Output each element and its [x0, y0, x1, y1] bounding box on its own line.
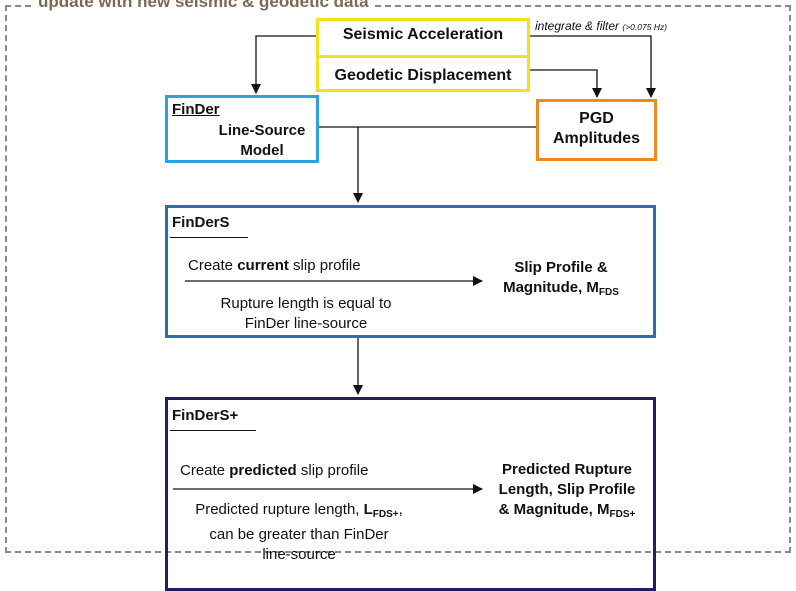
finders-output-line2: Magnitude, M [503, 279, 599, 296]
input-box: Seismic Acceleration Geodetic Displaceme… [316, 18, 530, 92]
finders-output-line1: Slip Profile & [514, 259, 608, 276]
finders-plus-pred-L: L [363, 501, 373, 518]
finders-rupture-text: Rupture length is equal to FinDer line-s… [176, 294, 436, 334]
finders-heading: FinDerS [172, 214, 230, 231]
finders-plus-output-line2: Length, Slip Profile [498, 481, 636, 498]
arrow-seismic-to-finder [251, 35, 318, 94]
pgd-line2: Amplitudes [552, 130, 641, 147]
finders-plus-box: FinDerS+ Create predicted slip profile P… [165, 397, 656, 591]
finders-plus-predicted-text: Predicted rupture length, LFDS+, can be … [168, 500, 430, 565]
finders-plus-pred-L-sub: FDS+ [372, 509, 399, 520]
finders-plus-pred-line3: line-source [262, 546, 336, 563]
finders-plus-pred-line1: Predicted rupture length, [195, 501, 364, 518]
integrate-filter-annotation: integrate & filter (>0.075 Hz) [535, 19, 667, 33]
arrow-geodetic-to-pgd [530, 69, 602, 98]
finders-rupture-line2: FinDer line-source [244, 315, 368, 332]
finders-create-post: slip profile [288, 257, 361, 274]
finder-heading: FinDer [172, 101, 220, 118]
finders-rupture-line1: Rupture length is equal to [220, 295, 392, 312]
finders-plus-pred-line2: can be greater than FinDer [209, 526, 389, 543]
finders-plus-output-line3: & Magnitude, M [498, 501, 610, 518]
finders-box: FinDerS Create current slip profile Rupt… [165, 205, 656, 338]
seismic-acceleration-label: Seismic Acceleration [342, 26, 504, 43]
finders-plus-create-bold: predicted [229, 462, 297, 479]
finders-plus-create-pre: Create [180, 462, 230, 479]
finders-plus-output-line1: Predicted Rupture [501, 461, 633, 478]
finders-plus-create-post: slip profile [296, 462, 369, 479]
geodetic-displacement-label: Geodetic Displacement [334, 67, 512, 84]
outer-dashed-frame [5, 5, 791, 553]
finders-create-text: Create current slip profile [188, 257, 361, 274]
finders-plus-output: Predicted Rupture Length, Slip Profile &… [486, 460, 648, 525]
finder-line2: Model [240, 142, 284, 159]
pgd-line1: PGD [579, 110, 614, 127]
finders-plus-create-text: Create predicted slip profile [180, 462, 368, 479]
pgd-box: PGD Amplitudes [536, 99, 657, 161]
finder-line1: Line-Source [218, 122, 306, 139]
finders-output: Slip Profile & Magnitude, MFDS [486, 258, 636, 303]
finders-plus-heading-underline [170, 430, 256, 431]
arrow-seismic-to-pgd [530, 35, 656, 98]
outer-label: update with new seismic & geodetic data [32, 0, 375, 12]
finders-heading-underline [170, 237, 248, 238]
finder-box: FinDer Line-Source Model [165, 95, 319, 163]
finders-create-pre: Create [188, 257, 238, 274]
finders-plus-output-sub: FDS+ [609, 509, 636, 520]
annotation-main: integrate & filter [535, 19, 620, 33]
finders-create-bold: current [237, 257, 289, 274]
finders-plus-heading: FinDerS+ [172, 407, 239, 424]
input-divider [319, 55, 527, 58]
annotation-small: (>0.075 Hz) [622, 22, 668, 32]
finders-output-sub: FDS [598, 287, 619, 298]
finders-plus-pred-comma: , [398, 501, 403, 518]
